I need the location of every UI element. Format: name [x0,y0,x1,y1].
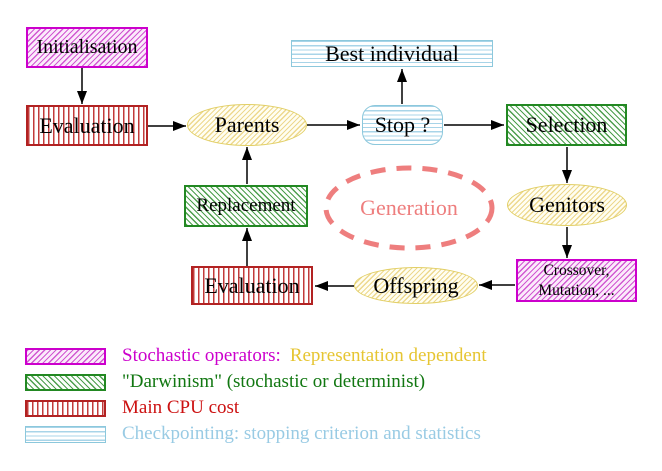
node-evaluation-top: Evaluation [26,105,148,146]
node-best-individual: Best individual [291,40,493,67]
legend-label-stochastic: Stochastic operators: [122,345,281,366]
legend-swatch-darwinism [25,373,106,391]
legend-swatch-stochastic-operators [25,347,106,365]
legend-label-cpu-cost: Main CPU cost [122,397,240,418]
node-evaluation-bottom: Evaluation [191,266,313,305]
node-genitors: Genitors [507,184,627,226]
legend-label-darwinism: "Darwinism" (stochastic or determinist) [122,371,426,392]
node-stop: Stop ? [362,105,443,145]
node-parents: Parents [187,104,307,146]
legend-label-checkpointing: Checkpointing: stopping criterion and st… [122,423,481,444]
node-offspring: Offspring [354,267,478,304]
legend-swatch-cpu-cost [25,399,106,417]
node-crossover-mutation: Crossover, Mutation, ... [516,259,637,302]
node-replacement: Replacement [184,185,308,227]
node-initialisation: Initialisation [26,27,148,68]
node-selection: Selection [506,104,627,146]
legend-row-stochastic: Stochastic operators: Representation dep… [25,345,487,367]
legend-row-cpu-cost: Main CPU cost [25,397,239,419]
crossover-line2: Mutation, ... [538,281,615,299]
generation-dashed-ellipse [323,165,495,251]
legend-row-checkpointing: Checkpointing: stopping criterion and st… [25,423,481,445]
legend-row-darwinism: "Darwinism" (stochastic or determinist) [25,371,425,393]
legend-swatch-checkpointing [25,425,106,443]
legend-label-representation-dependent: Representation dependent [289,345,487,366]
crossover-line1: Crossover, [543,262,610,280]
node-generation-label: Generation [360,195,458,221]
